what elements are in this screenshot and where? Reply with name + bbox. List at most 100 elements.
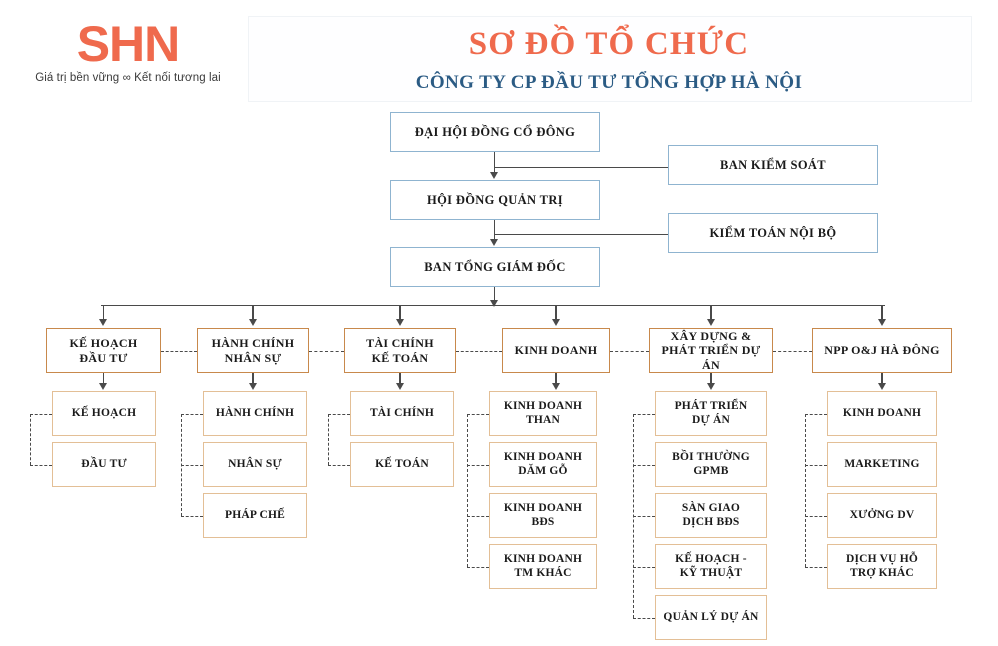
node-label: KINH DOANH <box>842 406 922 419</box>
logo-wordmark: SHN <box>76 16 181 72</box>
sub-xay-dung-phat-trien-du-an-quan-ly-du-an[interactable]: QUẢN LÝ DỰ ÁN <box>655 595 767 640</box>
node-label: XƯỞNG DV <box>849 508 915 521</box>
dashed-stub-xay-dung-phat-trien-du-an-3 <box>633 515 655 517</box>
arrow-dept-tai-chinh-ke-toan <box>395 319 404 326</box>
node-label: QUẢN LÝ DỰ ÁN <box>663 610 759 623</box>
dashed-stub-hanh-chinh-nhan-su-2 <box>181 464 203 466</box>
node-hoi-dong-quan-tri[interactable]: HỘI ĐỒNG QUẢN TRỊ <box>390 180 600 220</box>
dashed-link-dept-xay-dung-phat-trien-du-an <box>773 350 812 352</box>
connector-child-stem-ke-hoach-dau-tu <box>102 373 105 384</box>
connector-dept-kinh-doanh <box>555 305 557 321</box>
connector-dept-npp-o-j-ha-dong <box>881 305 883 321</box>
sub-tai-chinh-ke-toan-tai-chinh[interactable]: TÀI CHÍNH <box>350 391 454 436</box>
sub-ke-hoach-dau-tu-ke-hoach[interactable]: KẾ HOẠCH <box>52 391 156 436</box>
dashed-stub-npp-o-j-ha-dong-2 <box>805 464 827 466</box>
dept-xay-dung-phat-trien-du-an[interactable]: XÂY DỰNG &PHÁT TRIỂN DỰ ÁN <box>649 328 773 373</box>
node-label: KẾ HOẠCH -KỸ THUẬT <box>675 552 747 579</box>
arrow-child-stem-tai-chinh-ke-toan <box>395 383 404 390</box>
connector-child-stem-tai-chinh-ke-toan <box>399 373 401 384</box>
connector-dept-xay-dung-phat-trien-du-an <box>710 305 712 321</box>
arrow-dept-kinh-doanh <box>551 319 560 326</box>
dept-kinh-doanh[interactable]: KINH DOANH <box>502 328 610 373</box>
arrow-child-stem-ke-hoach-dau-tu <box>99 383 107 390</box>
sub-hanh-chinh-nhan-su-phap-che[interactable]: PHÁP CHẾ <box>203 493 307 538</box>
dept-npp-o-j-ha-dong[interactable]: NPP O&J HÀ ĐÔNG <box>812 328 952 373</box>
dashed-spine-npp-o-j-ha-dong <box>805 413 806 567</box>
dashed-stub-xay-dung-phat-trien-du-an-2 <box>633 464 655 466</box>
arrow-dept-ke-hoach-dau-tu <box>99 319 107 326</box>
dashed-link-dept-tai-chinh-ke-toan <box>456 350 502 352</box>
sub-npp-o-j-ha-dong-marketing[interactable]: MARKETING <box>827 442 937 487</box>
sub-npp-o-j-ha-dong-xuong-dv[interactable]: XƯỞNG DV <box>827 493 937 538</box>
dashed-stub-xay-dung-phat-trien-du-an-1 <box>633 413 655 415</box>
dashed-spine-kinh-doanh <box>467 413 468 567</box>
dashed-link-dept-ke-hoach-dau-tu <box>161 350 197 352</box>
sub-tai-chinh-ke-toan-ke-toan[interactable]: KẾ TOÁN <box>350 442 454 487</box>
node-dai-hoi-dong-co-dong[interactable]: ĐẠI HỘI ĐỒNG CỔ ĐÔNG <box>390 112 600 152</box>
connector-child-stem-npp-o-j-ha-dong <box>881 373 883 384</box>
dashed-stub-kinh-doanh-3 <box>467 515 489 517</box>
node-label: KINH DOANH <box>514 343 598 358</box>
page-title: SƠ ĐỒ TỔ CHỨC <box>468 26 750 62</box>
connector-child-stem-hanh-chinh-nhan-su <box>252 373 254 384</box>
sub-ke-hoach-dau-tu-dau-tu[interactable]: ĐẦU TƯ <box>52 442 156 487</box>
connector-bus <box>101 305 885 307</box>
node-ban-kiem-soat[interactable]: BAN KIỂM SOÁT <box>668 145 878 185</box>
dashed-stub-tai-chinh-ke-toan-1 <box>328 413 350 415</box>
dashed-stub-ke-hoach-dau-tu-1 <box>30 413 52 415</box>
dashed-stub-hanh-chinh-nhan-su-3 <box>181 515 203 517</box>
sub-xay-dung-phat-trien-du-an-ke-hoach-ky-thuat[interactable]: KẾ HOẠCH -KỸ THUẬT <box>655 544 767 589</box>
logo-tagline: Giá trị bền vững ∞ Kết nối tương lai <box>35 72 221 84</box>
node-label: PHÁP CHẾ <box>224 508 286 521</box>
connector-dept-hanh-chinh-nhan-su <box>252 305 254 321</box>
dashed-stub-xay-dung-phat-trien-du-an-5 <box>633 617 655 619</box>
node-label: KẾ HOẠCH <box>71 406 137 419</box>
dashed-spine-tai-chinh-ke-toan <box>328 413 329 465</box>
dashed-stub-npp-o-j-ha-dong-3 <box>805 515 827 517</box>
dashed-stub-kinh-doanh-2 <box>467 464 489 466</box>
node-label: HÀNH CHÍNH <box>215 406 295 419</box>
arrow-child-stem-hanh-chinh-nhan-su <box>248 383 257 390</box>
arrow-chain-1 <box>490 172 498 179</box>
sub-npp-o-j-ha-dong-kinh-doanh[interactable]: KINH DOANH <box>827 391 937 436</box>
connector-trunk <box>494 287 496 306</box>
node-ban-tong-giam-doc[interactable]: BAN TỔNG GIÁM ĐỐC <box>390 247 600 287</box>
node-label: KẾ TOÁN <box>375 457 429 470</box>
dashed-stub-kinh-doanh-4 <box>467 566 489 568</box>
connector-dept-ke-hoach-dau-tu <box>102 305 105 321</box>
sub-hanh-chinh-nhan-su-nhan-su[interactable]: NHÂN SỰ <box>203 442 307 487</box>
connector-child-stem-kinh-doanh <box>555 373 557 384</box>
dashed-stub-ke-hoach-dau-tu-2 <box>30 464 52 466</box>
node-label: ĐẦU TƯ <box>81 457 127 470</box>
sub-hanh-chinh-nhan-su-hanh-chinh[interactable]: HÀNH CHÍNH <box>203 391 307 436</box>
node-label: NPP O&J HÀ ĐÔNG <box>824 343 940 358</box>
connector-chain-2 <box>494 220 496 240</box>
connector-chain-1 <box>494 152 496 173</box>
node-kiem-toan-noi-bo[interactable]: KIỂM TOÁN NỘI BỘ <box>668 213 878 253</box>
arrow-trunk <box>490 300 498 307</box>
connector-child-stem-xay-dung-phat-trien-du-an <box>710 373 712 384</box>
page-subtitle: CÔNG TY CP ĐẦU TƯ TỔNG HỢP HÀ NỘI <box>415 72 803 93</box>
node-label: NHÂN SỰ <box>228 457 282 470</box>
